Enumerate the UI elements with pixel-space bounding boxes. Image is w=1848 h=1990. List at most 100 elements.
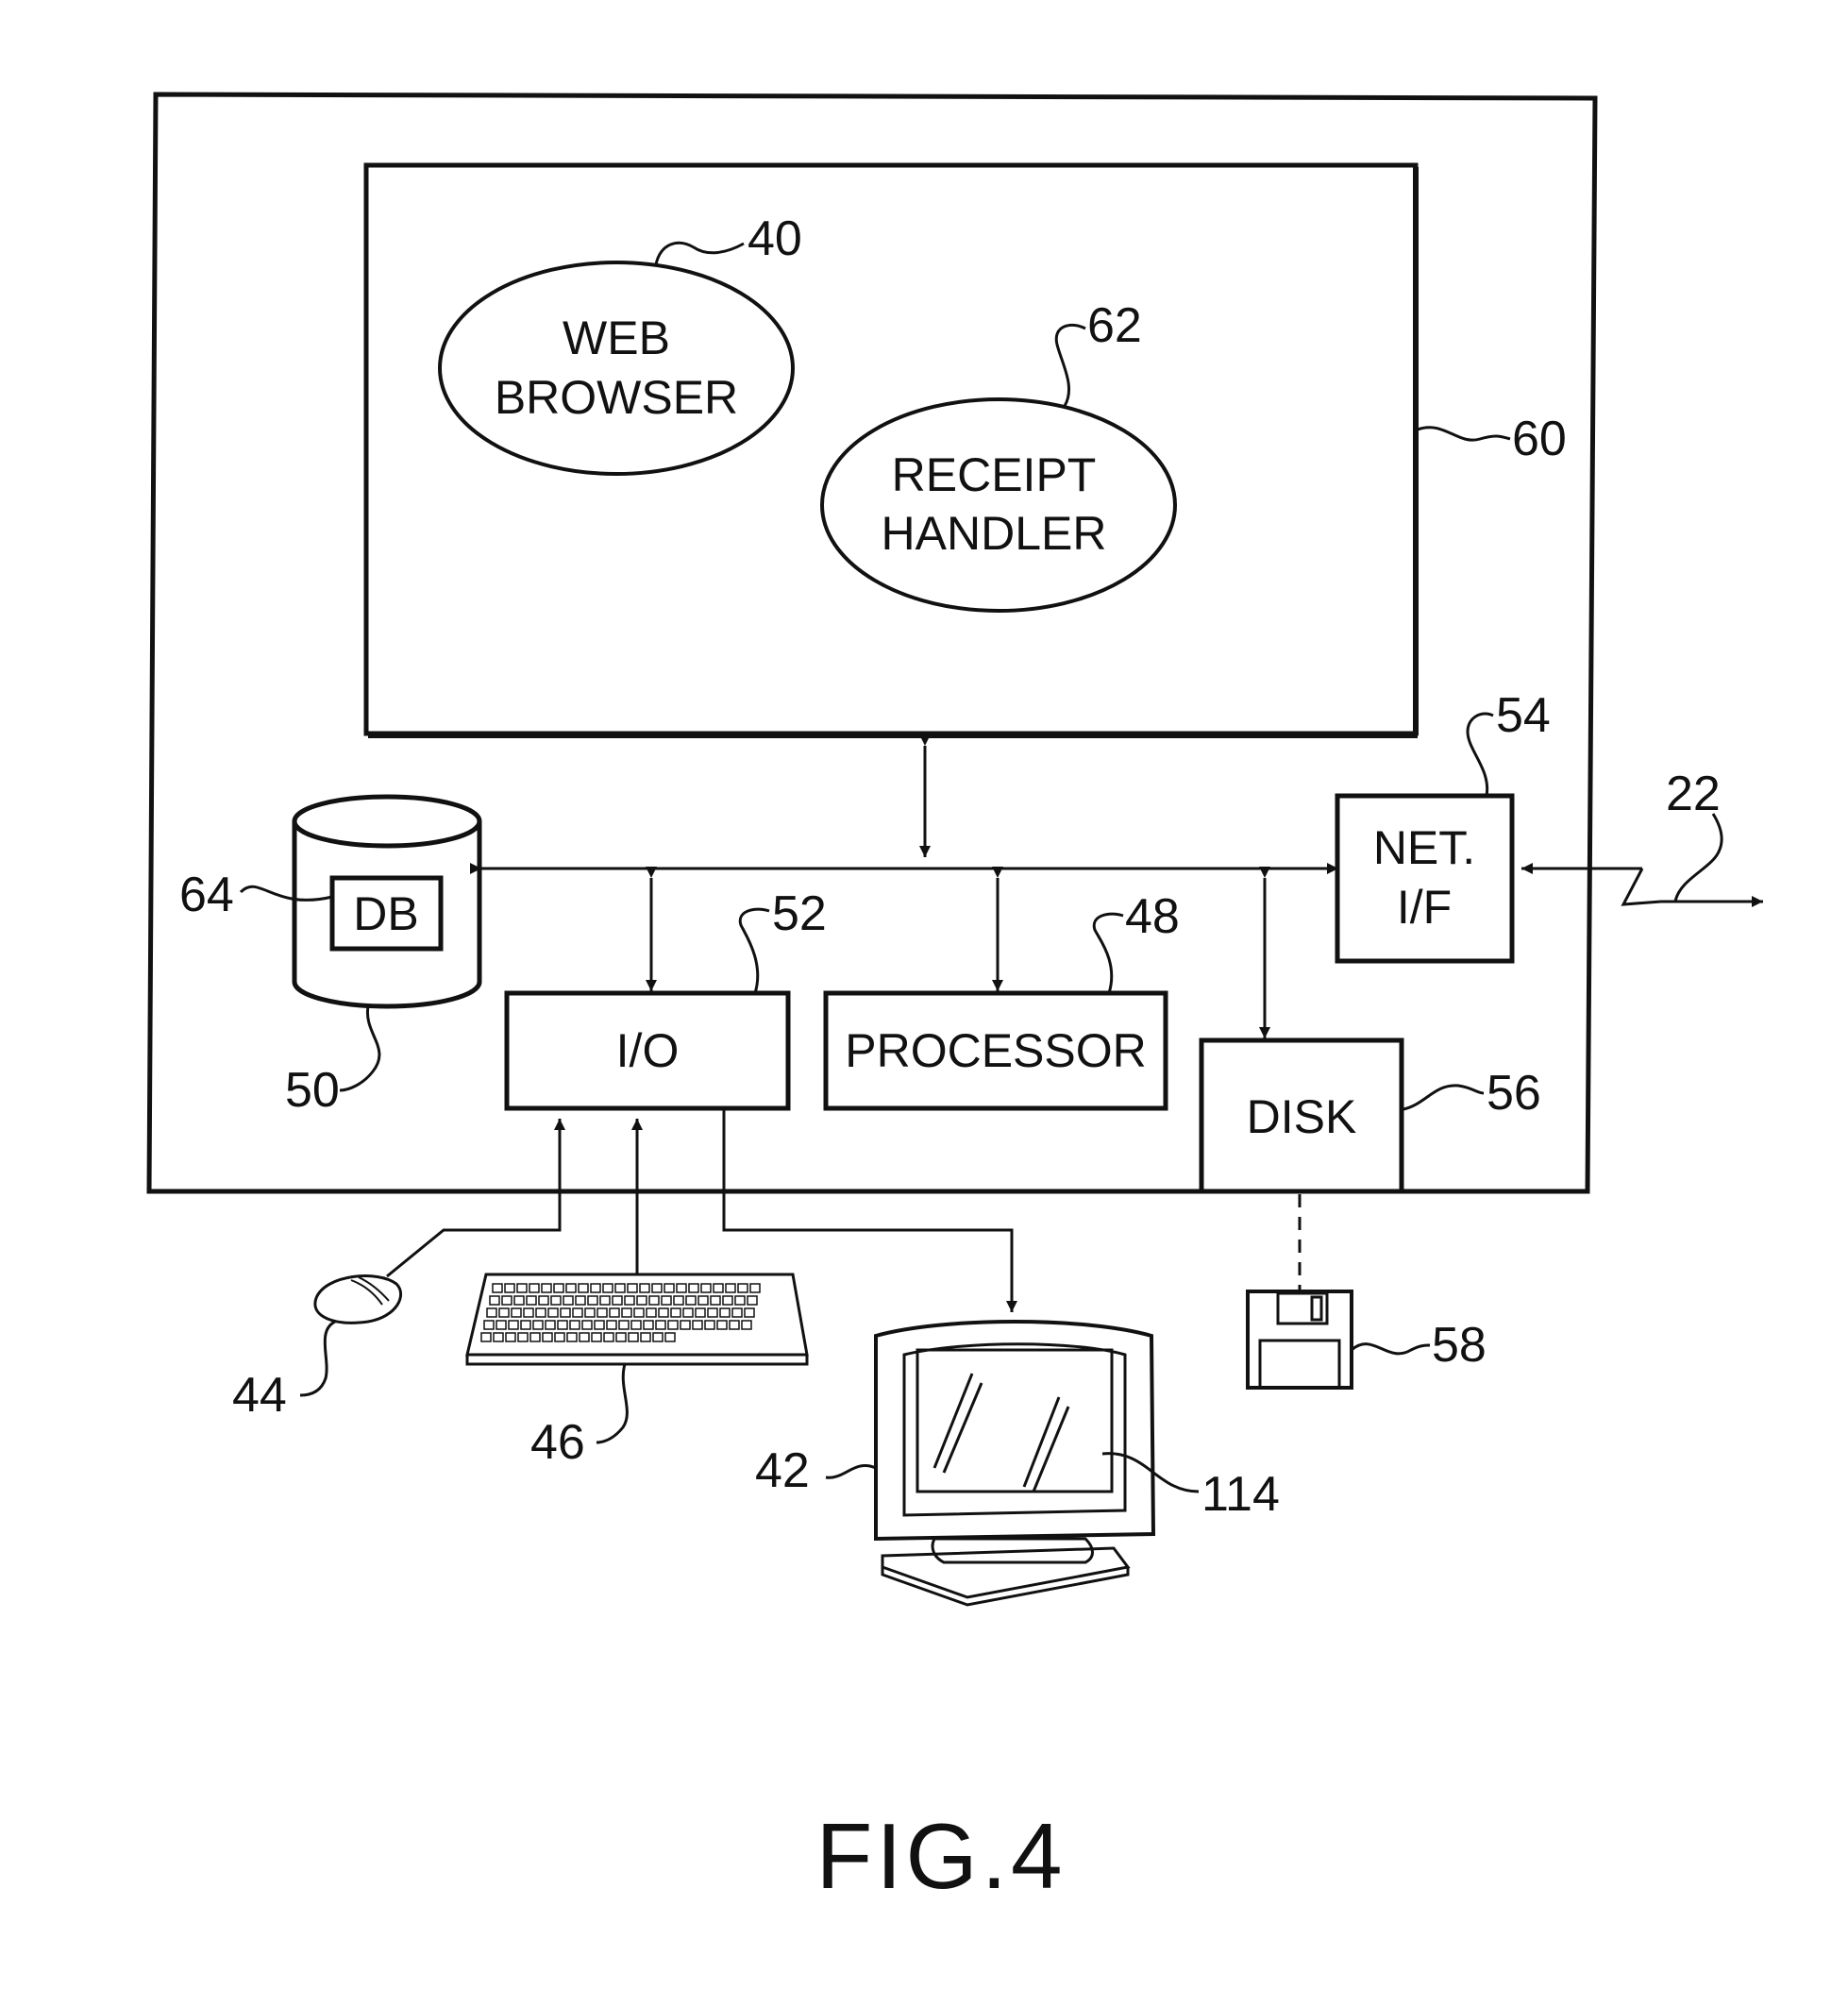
keyboard-key (742, 1321, 751, 1329)
db-ref: 64 (179, 868, 234, 922)
keyboard-key (625, 1296, 634, 1305)
keyboard-key (481, 1333, 491, 1341)
keyboard-key (484, 1321, 494, 1329)
web-browser-label-line1: WEB (563, 312, 670, 364)
keyboard-key (631, 1321, 641, 1329)
network-ref: 22 (1666, 767, 1721, 821)
keyboard-key (644, 1321, 653, 1329)
db-label: DB (353, 887, 418, 940)
keyboard-key (555, 1333, 564, 1341)
keyboard-key (674, 1296, 683, 1305)
keyboard-key (652, 1284, 662, 1292)
keyboard-key (551, 1296, 561, 1305)
memory-leader (1418, 428, 1510, 440)
keyboard-key (554, 1284, 563, 1292)
keyboard-key (566, 1284, 576, 1292)
keyboard-key (496, 1321, 506, 1329)
keyboard-key (705, 1321, 714, 1329)
floppy-icon (1248, 1291, 1352, 1388)
db-leader (241, 886, 332, 900)
keyboard-key (506, 1333, 515, 1341)
keyboard-key (708, 1308, 717, 1317)
keyboard-leader (596, 1364, 627, 1442)
keyboard-key (604, 1333, 613, 1341)
keyboard-key (542, 1284, 551, 1292)
keyboard-key (548, 1308, 558, 1317)
keyboard-key (529, 1284, 539, 1292)
net-if-label-line1: NET. (1373, 821, 1475, 874)
keyboard-key (487, 1308, 496, 1317)
keyboard-key (659, 1308, 668, 1317)
receipt-handler-label-line2: HANDLER (882, 507, 1107, 560)
keyboard-key (720, 1308, 730, 1317)
keyboard-key (521, 1321, 530, 1329)
keyboard-key (580, 1333, 589, 1341)
keyboard-key (517, 1284, 527, 1292)
keyboard-key (518, 1333, 528, 1341)
keyboard-key (505, 1284, 514, 1292)
keyboard-key (576, 1296, 585, 1305)
monitor-icon (876, 1322, 1153, 1605)
receipt-handler-ref: 62 (1087, 298, 1142, 353)
figure-caption: FIG.4 (815, 1804, 1066, 1908)
monitor-ref: 42 (755, 1443, 810, 1498)
keyboard-key (558, 1321, 567, 1329)
keyboard-key (714, 1284, 723, 1292)
disk-leader (1403, 1086, 1484, 1109)
disk-label: DISK (1247, 1090, 1357, 1143)
io-ref: 52 (772, 886, 827, 941)
keyboard-key (640, 1284, 649, 1292)
keyboard-key (493, 1284, 502, 1292)
keyboard-key (696, 1308, 705, 1317)
keyboard-key (668, 1321, 678, 1329)
keyboard-key (546, 1321, 555, 1329)
keyboard-key (662, 1296, 671, 1305)
keyboard-key (570, 1321, 580, 1329)
keyboard-key (686, 1296, 696, 1305)
receipt-handler-label-line1: RECEIPT (892, 448, 1097, 501)
keyboard-key (665, 1333, 675, 1341)
keyboard-key (683, 1308, 693, 1317)
keyboard-key (649, 1296, 659, 1305)
floppy-ref: 58 (1432, 1318, 1487, 1373)
network-link-break (1623, 869, 1661, 904)
storage-leader (340, 1006, 379, 1090)
keyboard-key (567, 1333, 577, 1341)
keyboard-key (490, 1296, 499, 1305)
keyboard-key (600, 1296, 610, 1305)
keyboard-key (512, 1308, 521, 1317)
keyboard-key (533, 1321, 543, 1329)
net-if-ref: 54 (1496, 688, 1551, 743)
processor-ref: 48 (1125, 889, 1180, 944)
keyboard-key (629, 1333, 638, 1341)
keyboard-key (732, 1308, 742, 1317)
keyboard-key (585, 1308, 595, 1317)
keyboard-key (524, 1308, 533, 1317)
web-browser-ellipse (440, 262, 793, 474)
keyboard-key (750, 1284, 760, 1292)
keyboard-key (610, 1308, 619, 1317)
keyboard-key (748, 1296, 757, 1305)
disk-ref: 56 (1487, 1066, 1541, 1121)
memory-ref: 60 (1512, 412, 1567, 466)
keyboard-key (536, 1308, 546, 1317)
mouse-leader (300, 1322, 335, 1395)
keyboard-key (597, 1308, 607, 1317)
monitor-leader (826, 1465, 876, 1477)
keyboard-key (509, 1321, 518, 1329)
web-browser-leader (656, 243, 744, 264)
keyboard-key (561, 1308, 570, 1317)
keyboard-key (615, 1284, 625, 1292)
keyboard-key (677, 1284, 686, 1292)
keyboard-key (607, 1321, 616, 1329)
keyboard-key (647, 1308, 656, 1317)
mouse-icon (315, 1276, 401, 1324)
keyboard-key (628, 1284, 637, 1292)
keyboard-key (530, 1333, 540, 1341)
keyboard-key (680, 1321, 690, 1329)
keyboard-key (717, 1321, 727, 1329)
io-label: I/O (616, 1024, 680, 1077)
receipt-handler-leader (1056, 325, 1085, 406)
keyboard-key (582, 1321, 592, 1329)
keyboard-key (745, 1308, 754, 1317)
